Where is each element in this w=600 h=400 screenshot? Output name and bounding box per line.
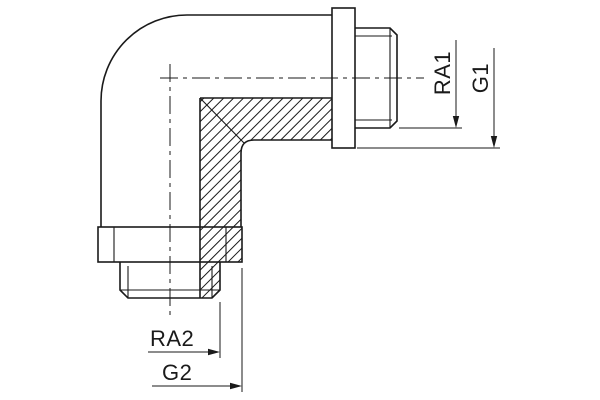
arrowhead-ra2 (208, 348, 220, 356)
arrowhead-g1 (490, 136, 498, 148)
dimension-label-ra1: RA1 (430, 51, 455, 95)
dimension-line-g1 (357, 48, 500, 149)
dimension-label-ra2: RA2 (150, 326, 194, 351)
dimension-label-g2: G2 (162, 360, 192, 385)
section-hatch-elbow-wall (200, 98, 332, 227)
bottom-port-thread-lines (113, 227, 227, 298)
right-port-stud (355, 27, 398, 129)
right-port-thread-lines (355, 28, 392, 128)
bore-miter-seam (199, 97, 245, 144)
section-hatch-bottom-port-wall (200, 227, 242, 298)
dimension-line-ra2 (148, 302, 221, 358)
elbow-inner-corner-contour (240, 139, 332, 227)
elbow-outer-contour (100, 14, 332, 227)
bottom-port-nut (97, 226, 243, 263)
arrowhead-g2 (230, 382, 242, 390)
dimension-line-ra1 (399, 40, 462, 129)
right-port-nut (331, 7, 356, 149)
bottom-port-stud (119, 262, 221, 299)
arrowhead-ra1 (452, 116, 460, 128)
dimension-label-g1: G1 (468, 63, 493, 93)
dimension-line-g2 (152, 268, 243, 392)
